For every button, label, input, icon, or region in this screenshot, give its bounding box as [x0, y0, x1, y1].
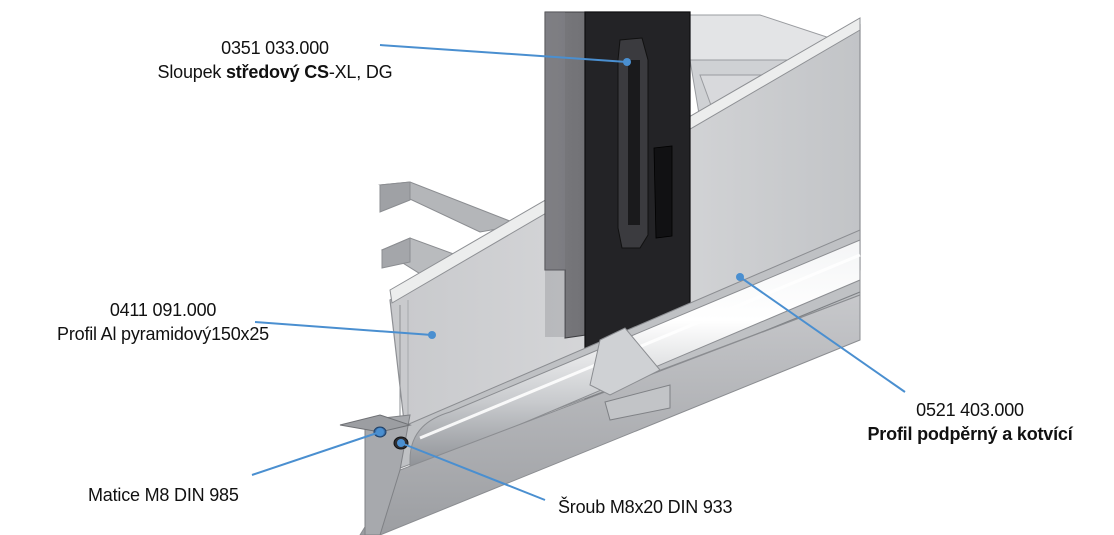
- leader-line-matice: [251, 431, 381, 476]
- callout-matice: Matice M8 DIN 985: [88, 483, 239, 507]
- callout-profil-podperny-name: Profil podpěrný a kotvící: [867, 424, 1073, 444]
- center-post: [544, 11, 691, 438]
- leader-lines: [251, 44, 906, 501]
- callout-profil-pyramid-name: Profil Al pyramidový150x25: [57, 324, 269, 344]
- callout-profil-pyramid-code: 0411 091.000: [109, 300, 217, 320]
- leader-line-profil-pyramid: [254, 321, 433, 336]
- leader-dot-matice: [376, 428, 384, 436]
- callout-sloupek-name-bold: středový CS: [225, 62, 329, 82]
- callout-sloupek-name: Sloupek středový CS-XL, DG: [105, 60, 445, 84]
- support-rail: [339, 229, 861, 535]
- callout-sroub-name: Šroub M8x20 DIN 933: [558, 497, 733, 517]
- callout-sloupek-code: 0351 033.000: [221, 38, 329, 58]
- leader-dot-profil-pyramid: [428, 331, 436, 339]
- callout-profil-podperny: 0521 403.000 Profil podpěrný a kotvící: [828, 398, 1112, 446]
- leader-line-sloupek: [379, 44, 628, 63]
- leader-line-sroub: [400, 442, 546, 501]
- callout-matice-name: Matice M8 DIN 985: [88, 485, 239, 505]
- callout-profil-podperny-code: 0521 403.000: [916, 400, 1024, 420]
- callout-sloupek-name-prefix: Sloupek: [157, 62, 226, 82]
- leader-dot-profil-podperny: [736, 273, 744, 281]
- leader-dot-sroub: [397, 439, 405, 447]
- callout-profil-pyramid: 0411 091.000 Profil Al pyramidový150x25: [8, 298, 318, 346]
- leader-dot-sloupek: [623, 58, 631, 66]
- callout-sroub: Šroub M8x20 DIN 933: [558, 495, 732, 519]
- leader-line-profil-podperny: [739, 276, 906, 393]
- callout-sloupek-name-suffix: -XL, DG: [328, 62, 393, 82]
- callout-sloupek: 0351 033.000 Sloupek středový CS-XL, DG: [105, 36, 445, 84]
